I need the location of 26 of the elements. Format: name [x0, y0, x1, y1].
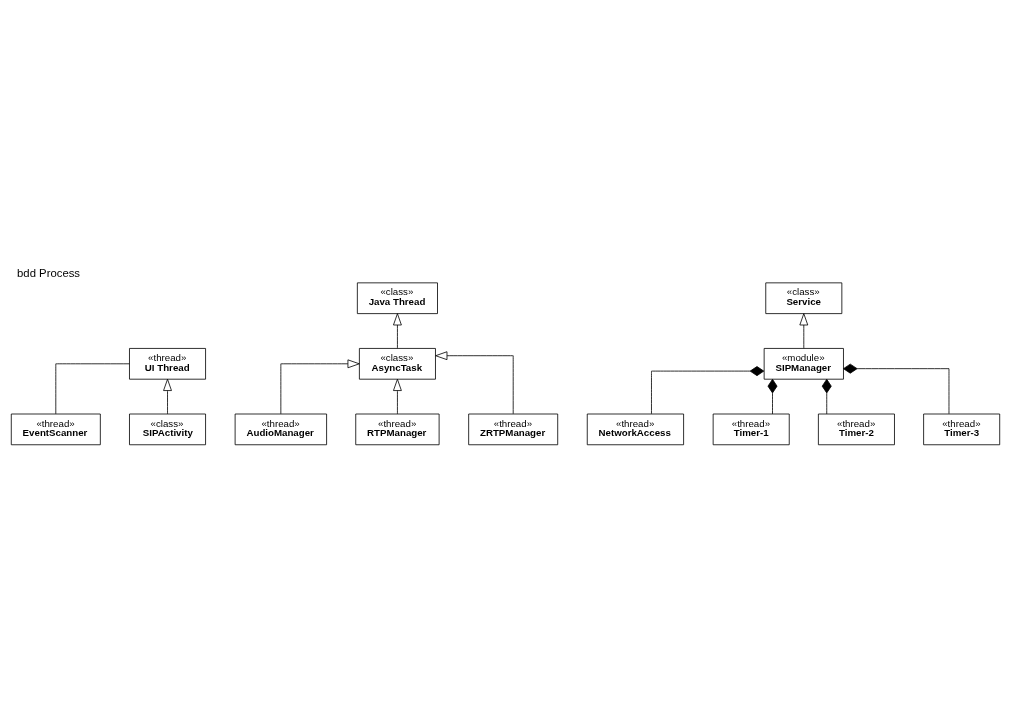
node-box: «class» AsyncTask [358, 348, 436, 380]
node-box: «thread» Timer-3 [923, 413, 1001, 446]
node-box: «thread» AudioManager [234, 413, 327, 446]
node-box: «thread» ZRTPManager [468, 413, 559, 446]
node-box: «thread» Timer-2 [817, 413, 895, 446]
node-box: «thread» RTPManager [355, 413, 440, 446]
arrow [393, 313, 402, 349]
connector [651, 366, 765, 415]
connector [55, 363, 130, 415]
arrow [799, 313, 809, 349]
arrow [163, 378, 172, 415]
node-box: «class» SIPActivity [129, 413, 206, 446]
node-box: «thread» Timer-1 [712, 413, 790, 446]
arrow [393, 378, 402, 415]
node-box: «class» Service [765, 282, 843, 315]
node-box: «thread» EventScanner [10, 413, 101, 446]
connector [767, 378, 778, 415]
connector [821, 378, 832, 415]
arrow [435, 351, 514, 415]
arrow [280, 359, 360, 415]
connector [843, 363, 950, 415]
node-box: «class» Java Thread [356, 282, 438, 315]
node-box: «module» SIPManager [763, 348, 844, 380]
diagram-title: bdd Process [17, 266, 81, 279]
node-box: «thread» UI Thread [129, 348, 206, 380]
node-box: «thread» NetworkAccess [586, 413, 684, 446]
